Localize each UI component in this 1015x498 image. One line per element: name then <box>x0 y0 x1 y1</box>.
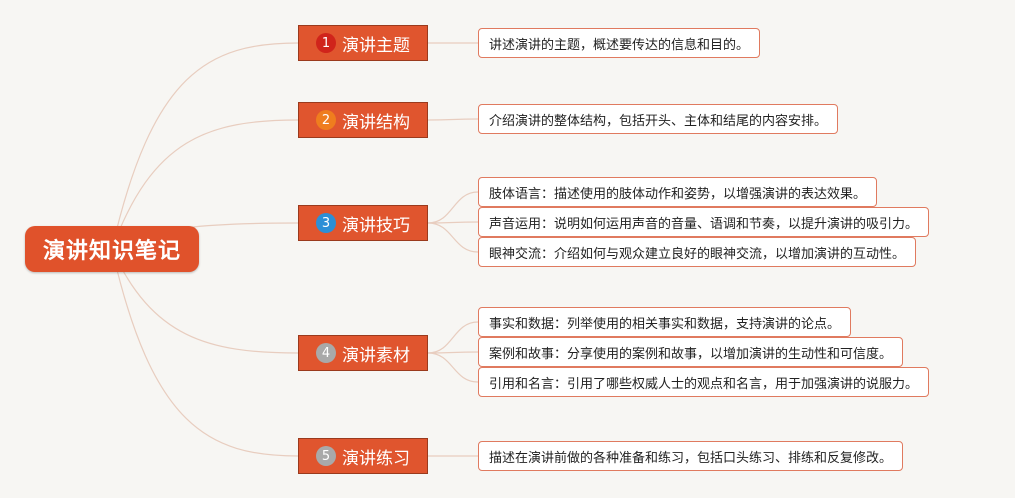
leaf-text: 讲述演讲的主题，概述要传达的信息和目的。 <box>489 37 750 53</box>
branch-label-1: 演讲主题 <box>342 35 410 56</box>
root-title: 演讲知识笔记 <box>42 239 181 264</box>
branch-leaf-connector <box>427 191 479 224</box>
branch-leaf-connector <box>427 321 479 354</box>
branch-node-1[interactable]: 1 演讲主题 <box>298 25 428 61</box>
leaf-text: 事实和数据：列举使用的相关事实和数据，支持演讲的论点。 <box>489 316 841 332</box>
leaf-text: 引用和名言：引用了哪些权威人士的观点和名言，用于加强演讲的说服力。 <box>489 376 919 392</box>
leaf-node-1-1[interactable]: 讲述演讲的主题，概述要传达的信息和目的。 <box>478 28 761 58</box>
root-branch-connector <box>111 42 299 250</box>
branch-leaf-connector <box>427 352 479 383</box>
branch-label-4: 演讲素材 <box>342 345 410 366</box>
leaf-node-4-3[interactable]: 引用和名言：引用了哪些权威人士的观点和名言，用于加强演讲的说服力。 <box>478 367 930 397</box>
number-badge-1: 1 <box>316 33 336 53</box>
leaf-text: 声音运用：说明如何运用声音的音量、语调和节奏，以提升演讲的吸引力。 <box>489 216 919 232</box>
root-branch-connector <box>111 248 299 354</box>
branch-node-2[interactable]: 2 演讲结构 <box>298 102 428 138</box>
leaf-node-3-3[interactable]: 眼神交流：介绍如何与观众建立良好的眼神交流，以增加演讲的互动性。 <box>478 237 917 267</box>
number-badge-4: 4 <box>316 343 336 363</box>
leaf-node-4-2[interactable]: 案例和故事：分享使用的案例和故事，以增加演讲的生动性和可信度。 <box>478 337 904 367</box>
branch-node-4[interactable]: 4 演讲素材 <box>298 335 428 371</box>
leaf-text: 描述在演讲前做的各种准备和练习，包括口头练习、排练和反复修改。 <box>489 450 893 466</box>
root-node[interactable]: 演讲知识笔记 <box>25 226 199 272</box>
number-badge-2: 2 <box>316 110 336 130</box>
leaf-node-3-1[interactable]: 肢体语言：描述使用的肢体动作和姿势，以增强演讲的表达效果。 <box>478 177 878 207</box>
leaf-node-4-1[interactable]: 事实和数据：列举使用的相关事实和数据，支持演讲的论点。 <box>478 307 852 337</box>
branch-label-5: 演讲练习 <box>342 448 410 469</box>
root-branch-connector <box>111 248 299 457</box>
leaf-text: 案例和故事：分享使用的案例和故事，以增加演讲的生动性和可信度。 <box>489 346 893 362</box>
leaf-node-3-2[interactable]: 声音运用：说明如何运用声音的音量、语调和节奏，以提升演讲的吸引力。 <box>478 207 930 237</box>
leaf-node-2-1[interactable]: 介绍演讲的整体结构，包括开头、主体和结尾的内容安排。 <box>478 104 839 134</box>
root-branch-connector <box>111 119 299 250</box>
branch-label-2: 演讲结构 <box>342 112 410 133</box>
leaf-text: 眼神交流：介绍如何与观众建立良好的眼神交流，以增加演讲的互动性。 <box>489 246 906 262</box>
branch-node-5[interactable]: 5 演讲练习 <box>298 438 428 474</box>
branch-node-3[interactable]: 3 演讲技巧 <box>298 205 428 241</box>
leaf-text: 介绍演讲的整体结构，包括开头、主体和结尾的内容安排。 <box>489 113 828 129</box>
number-badge-3: 3 <box>316 213 336 233</box>
branch-leaf-connector <box>427 222 479 253</box>
leaf-node-5-1[interactable]: 描述在演讲前做的各种准备和练习，包括口头练习、排练和反复修改。 <box>478 441 904 471</box>
number-badge-5: 5 <box>316 446 336 466</box>
branch-label-3: 演讲技巧 <box>342 215 410 236</box>
branch-leaf-connector <box>427 118 479 121</box>
leaf-text: 肢体语言：描述使用的肢体动作和姿势，以增强演讲的表达效果。 <box>489 186 867 202</box>
